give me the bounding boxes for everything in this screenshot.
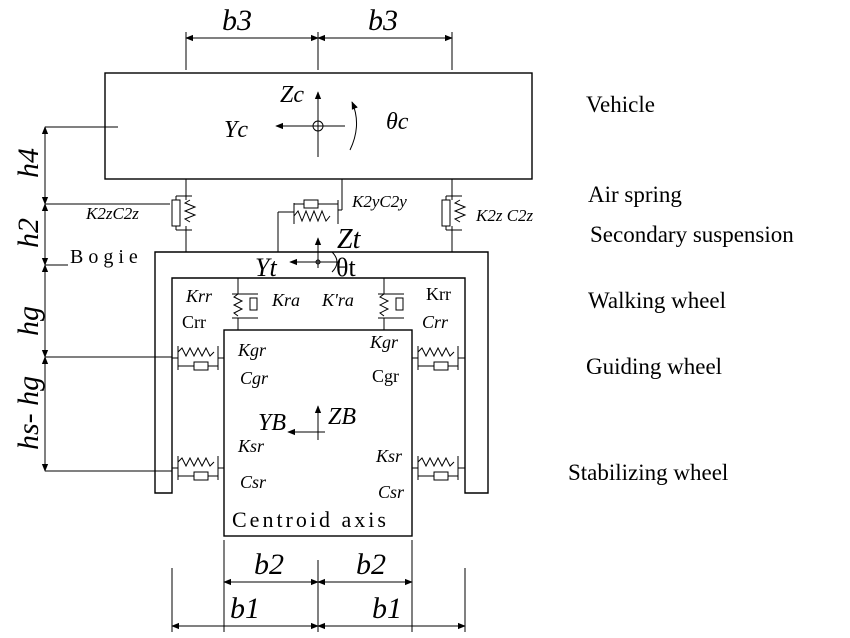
yt-label: Yt: [255, 253, 277, 282]
k2z-c2z-left-label: K2zC2z: [85, 204, 139, 223]
crr-left-label: Crr: [182, 312, 206, 332]
kgr-right-label: Kgr: [369, 332, 399, 352]
yb-label: YB: [258, 410, 286, 436]
b2-left-label: b2: [254, 548, 284, 581]
air-spring-label: Air spring: [588, 182, 682, 207]
air-spring-left: [171, 179, 197, 252]
vehicle-label: Vehicle: [586, 92, 655, 117]
bogie-label: Bogie: [70, 246, 143, 268]
h4-label: h4: [12, 148, 45, 178]
kra-prime-label: K'ra: [321, 290, 354, 310]
vehicle-body: [104, 72, 533, 180]
b3-left-label: b3: [222, 4, 252, 37]
stabilizing-wheel-label: Stabilizing wheel: [568, 460, 728, 485]
k2y-c2y-label: K2yC2y: [351, 192, 407, 211]
guiding-wheel-label: Guiding wheel: [586, 354, 722, 379]
bogie-frame: [154, 251, 489, 494]
kra-label: Kra: [271, 290, 300, 310]
stabilizing-wheel-spring-left: [172, 456, 224, 481]
hs-minus-hg-label: hs- hg: [12, 376, 45, 450]
crr-right-label: Crr: [422, 312, 449, 332]
centroid-axis-label: Centroid axis: [232, 507, 389, 532]
b2-right-label: b2: [356, 548, 386, 581]
cgr-left-label: Cgr: [240, 368, 269, 388]
ksr-left-label: Ksr: [237, 436, 265, 456]
walking-wheel-label: Walking wheel: [588, 288, 726, 313]
walking-wheel-spring-left: [232, 278, 258, 330]
theta-c-rotation-arrow: [349, 101, 358, 151]
csr-right-label: Csr: [378, 482, 405, 502]
theta-c-label: θc: [386, 109, 409, 135]
zc-label: Zc: [280, 82, 304, 108]
cgr-right-label: Cgr: [372, 366, 399, 386]
b1-left-label: b1: [230, 592, 260, 625]
guiding-wheel-spring-left: [172, 346, 224, 371]
air-spring-right: [441, 179, 467, 252]
b3-right-label: b3: [368, 4, 398, 37]
krr-right-label: Krr: [426, 284, 451, 304]
krr-left-label: Krr: [185, 286, 213, 306]
theta-t-rotation-arrow: [331, 251, 338, 273]
centroid-body: [223, 329, 413, 537]
guiding-wheel-spring-right: [412, 346, 465, 371]
h2-label: h2: [12, 218, 45, 248]
yc-label: Yc: [224, 117, 248, 143]
b1-right-label: b1: [372, 592, 402, 625]
kgr-left-label: Kgr: [237, 340, 267, 360]
zb-label: ZB: [328, 404, 356, 430]
ksr-right-label: Ksr: [375, 446, 403, 466]
theta-t-label: θt: [336, 253, 356, 282]
csr-left-label: Csr: [240, 472, 267, 492]
secondary-suspension-label: Secondary suspension: [590, 222, 794, 247]
k2z-c2z-right-label: K2z C2z: [475, 206, 534, 225]
walking-wheel-spring-right: [378, 278, 404, 330]
zt-label: Zt: [337, 224, 362, 255]
stabilizing-wheel-spring-right: [412, 456, 465, 481]
hg-label: hg: [12, 306, 45, 336]
lateral-spring-center: [277, 179, 343, 252]
